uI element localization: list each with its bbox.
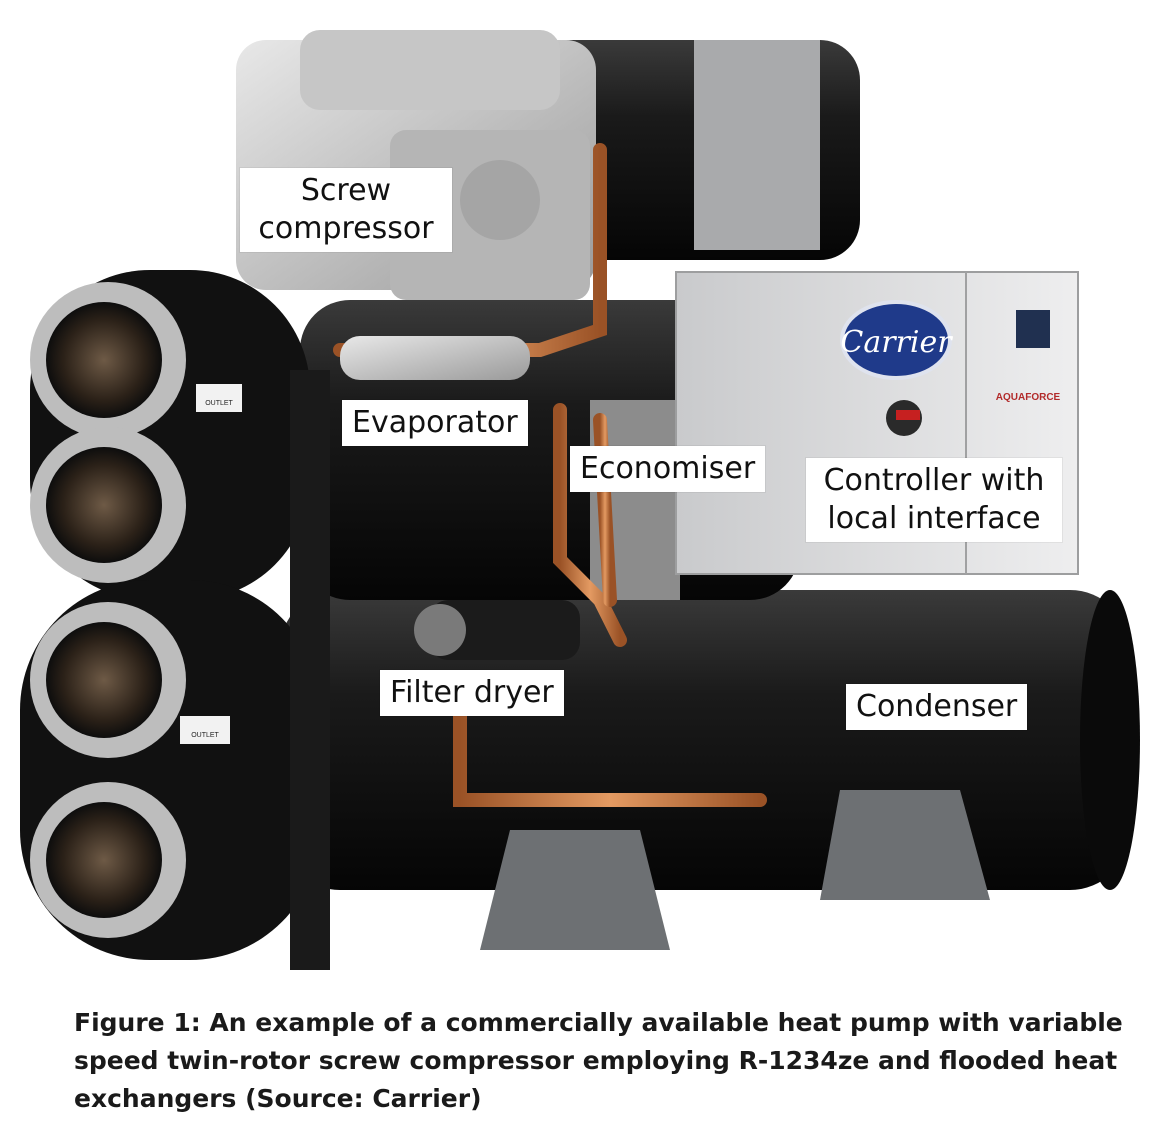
nozzle — [30, 602, 186, 758]
support-feet — [480, 790, 990, 950]
label-screw-compressor: Screw compressor — [240, 168, 452, 252]
label-controller: Controller with local interface — [806, 458, 1062, 542]
figure-caption: Figure 1: An example of a commercially a… — [74, 1008, 1123, 1113]
nozzle — [30, 282, 186, 438]
carrier-logo — [840, 300, 952, 380]
electrical-box — [694, 40, 820, 250]
svg-text:OUTLET: OUTLET — [191, 732, 219, 739]
label-condenser: Condenser — [846, 684, 1028, 730]
label-controller-line2: local interface — [827, 501, 1041, 536]
display-screen — [1016, 310, 1050, 348]
label-economiser: Economiser — [570, 446, 766, 492]
label-evaporator: Evaporator — [342, 400, 528, 446]
oil-separator — [340, 336, 530, 380]
condenser-shell — [280, 590, 1140, 890]
svg-text:OUTLET: OUTLET — [205, 400, 233, 407]
nozzle — [30, 427, 186, 583]
label-controller-line1: Controller with — [823, 463, 1045, 498]
outlet-tag: OUTLET — [180, 716, 230, 744]
outlet-tag: OUTLET — [196, 384, 242, 412]
aquaforce-badge: AQUAFORCE — [996, 392, 1061, 403]
label-screw-compressor-line2: compressor — [258, 211, 434, 246]
screw-compressor — [236, 30, 596, 300]
label-filter-dryer: Filter dryer — [380, 670, 564, 716]
heat-pump-photo: Carrier AQUAFORCE — [20, 30, 1140, 970]
nozzle — [30, 782, 186, 938]
heat-pump-illustration: Carrier AQUAFORCE — [20, 30, 1140, 970]
label-screw-compressor-line1: Screw — [300, 173, 392, 208]
pipe-nozzles — [30, 282, 186, 938]
carrier-logo-text: Carrier — [840, 325, 953, 360]
filter-dryer — [414, 600, 580, 660]
